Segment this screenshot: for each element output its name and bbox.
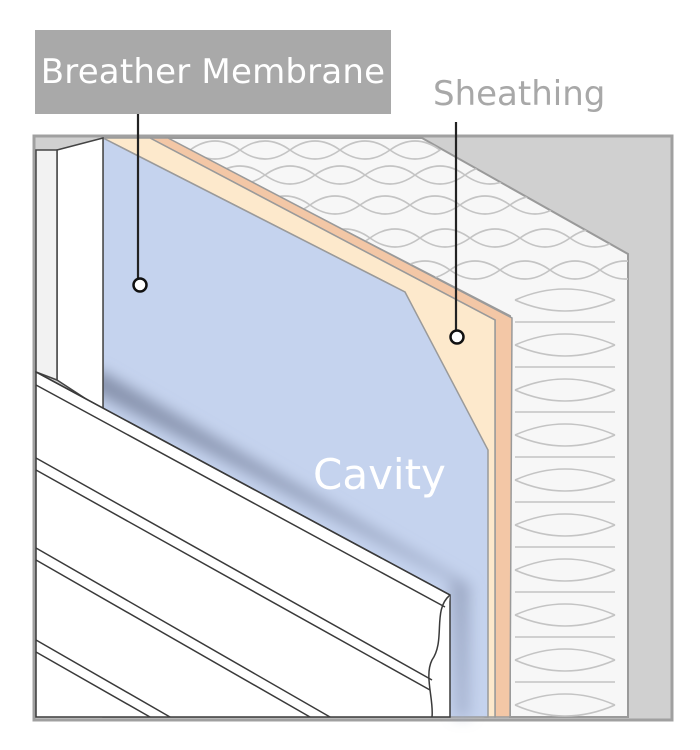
insulation-pattern-icon [189,140,628,717]
cavity-shadow [70,370,470,717]
cladding [35,370,451,718]
cavity-label: Cavity [313,450,446,499]
leader-pin-icon [449,329,465,345]
breather-membrane-label-box: Breather Membrane [35,30,391,114]
leader-breather-membrane [132,114,148,293]
leader-sheathing [449,122,465,345]
breather-membrane-label: Breather Membrane [40,52,386,92]
sheathing-label: Sheathing [433,74,606,114]
batten [35,137,104,412]
leader-pin-icon [132,277,148,293]
insulation-layer [164,137,629,718]
